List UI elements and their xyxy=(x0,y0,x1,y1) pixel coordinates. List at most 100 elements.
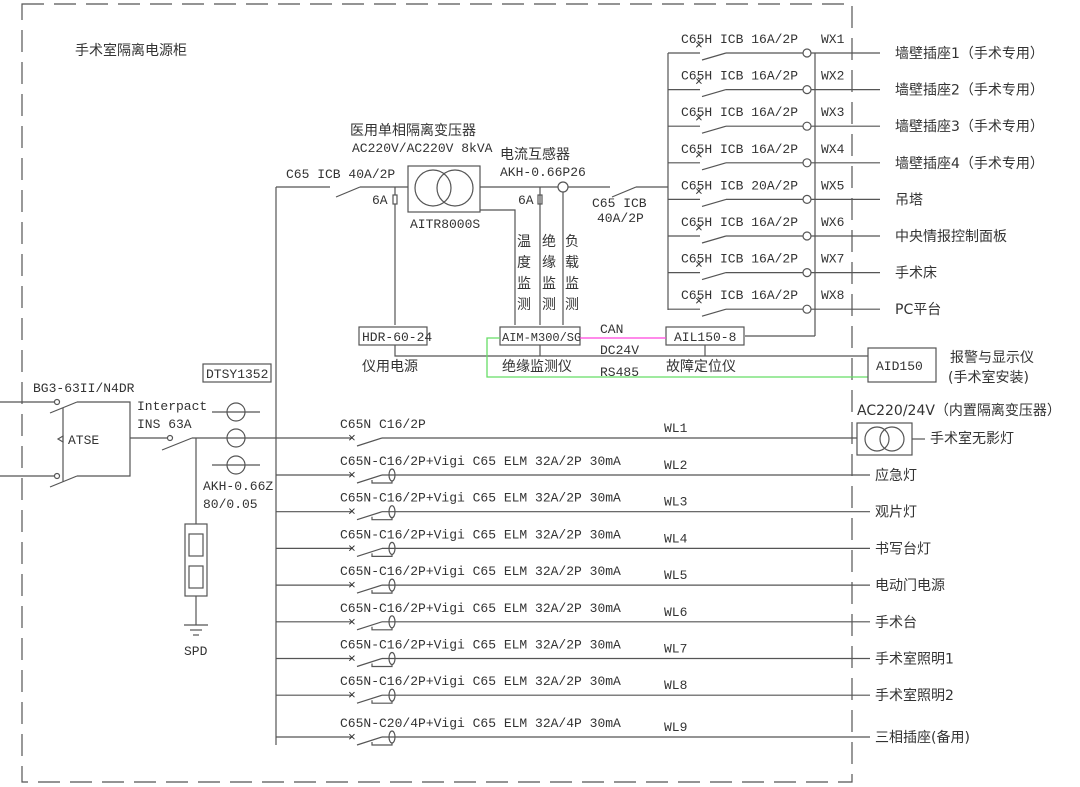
wx-load: 墙壁插座4（手术专用） xyxy=(895,156,1044,172)
rs485-bus-line xyxy=(486,337,868,378)
svg-text:×: × xyxy=(695,258,703,273)
monitor-label-2: 负载监测 xyxy=(565,234,579,313)
ct-model-label: AKH-0.66P26 xyxy=(500,165,586,180)
fault-locator-model: AIL150-8 xyxy=(674,330,736,345)
surge-protector xyxy=(184,438,208,636)
atse-arrow-icon xyxy=(56,434,64,444)
fuse1-rating: 6A xyxy=(372,193,388,208)
svg-text:×: × xyxy=(348,615,356,630)
main-switch-model: Interpact xyxy=(137,399,207,414)
wl-id: WL2 xyxy=(664,458,687,473)
insulation-monitor-model: AIM-M300/SG xyxy=(502,331,581,345)
rs485-label: RS485 xyxy=(600,365,639,380)
wl-load: 书写台灯 xyxy=(875,541,931,557)
wx-breaker: C65H ICB 16A/2P xyxy=(681,105,798,120)
wx-id: WX2 xyxy=(821,69,844,84)
svg-text:×: × xyxy=(348,468,356,483)
leakage-ct-icon xyxy=(802,158,812,168)
svg-text:×: × xyxy=(695,38,703,53)
svg-text:×: × xyxy=(695,221,703,236)
wx-id: WX3 xyxy=(821,105,844,120)
isolation-out-breaker-1: C65 ICB xyxy=(592,196,647,211)
leakage-ct-icon xyxy=(802,121,812,131)
alarm-display-label: 报警与显示仪 xyxy=(950,350,1034,366)
fuse-icon xyxy=(392,194,398,205)
transformer-model: AITR8000S xyxy=(410,217,480,232)
svg-text:×: × xyxy=(695,75,703,90)
energy-meter-model: DTSY1352 xyxy=(206,367,268,382)
wx-breaker: C65H ICB 16A/2P xyxy=(681,142,798,157)
isolation-section: C65 ICB 40A/2P 医用单相隔离变压器 AC220V/AC220V 8… xyxy=(276,53,1034,386)
wx-breaker: C65H ICB 16A/2P xyxy=(681,288,798,303)
incoming-section: BG3-63II/N4DR ATSE Interpact INS 63A DTS… xyxy=(0,363,276,659)
wl-circuit-wl2: ×C65N-C16/2P+Vigi C65 ELM 32A/2P 30mA WL2… xyxy=(276,454,917,484)
wl-load: 手术台 xyxy=(875,615,917,631)
svg-text:×: × xyxy=(348,730,356,745)
wl-breaker: C65N-C16/2P+Vigi C65 ELM 32A/2P 30mA xyxy=(340,454,621,469)
wx-id: WX4 xyxy=(821,142,845,157)
wl-breaker: C65N-C16/2P+Vigi C65 ELM 32A/2P 30mA xyxy=(340,674,621,689)
wx-breaker: C65H ICB 16A/2P xyxy=(681,32,798,47)
isolation-in-breaker: C65 ICB 40A/2P xyxy=(286,167,395,182)
wl-load: 电动门电源 xyxy=(875,578,945,594)
psu-label: 仪用电源 xyxy=(362,359,418,375)
wl-load: 手术室无影灯 xyxy=(930,430,1014,447)
wl-id: WL4 xyxy=(664,531,688,546)
insulation-monitor-label: 绝缘监测仪 xyxy=(502,359,572,375)
svg-text:×: × xyxy=(348,541,356,556)
leakage-ct-icon xyxy=(802,304,812,314)
wx-id: WX5 xyxy=(821,178,844,193)
ct-model: AKH-0.66Z xyxy=(203,479,273,494)
isolation-out-breaker-2: 40A/2P xyxy=(597,211,644,226)
svg-text:×: × xyxy=(348,578,356,593)
leakage-ct-icon xyxy=(802,268,812,278)
energy-meter-box xyxy=(202,363,272,383)
leakage-ct-icon xyxy=(802,48,812,58)
svg-text:×: × xyxy=(695,294,703,309)
wx-breaker: C65H ICB 16A/2P xyxy=(681,69,798,84)
alarm-display-model: AID150 xyxy=(876,359,923,374)
wx-id: WX6 xyxy=(821,215,844,230)
wx-circuit-wx2: ×C65H ICB 16A/2P WX2 墙壁插座2（手术专用） xyxy=(668,69,1044,99)
ct-ratio: 80/0.05 xyxy=(203,497,258,512)
monitor-label-0: 温度监测 xyxy=(517,234,531,313)
wl-id: WL8 xyxy=(664,678,687,693)
can-label: CAN xyxy=(600,322,623,337)
wx-load: 吊塔 xyxy=(895,192,923,208)
svg-text:×: × xyxy=(695,184,703,199)
wl-load: 三相插座(备用) xyxy=(875,729,970,746)
wx-id: WX8 xyxy=(821,288,844,303)
wl-breaker: C65N C16/2P xyxy=(340,417,426,432)
alarm-display-box xyxy=(867,347,937,383)
wx-id: WX1 xyxy=(821,32,845,47)
wx-load: 墙壁插座2（手术专用） xyxy=(895,83,1044,99)
psu-box xyxy=(358,326,428,346)
wx-circuit-wx1: ×C65H ICB 16A/2P WX1 墙壁插座1（手术专用） xyxy=(668,32,1044,62)
monitor-labels: 温度监测 绝缘监测 负载监测 xyxy=(517,234,579,313)
wl-load: 观片灯 xyxy=(875,505,917,521)
spd-label: SPD xyxy=(184,644,208,659)
ct-title: 电流互感器 xyxy=(500,146,570,163)
fault-locator-label: 故障定位仪 xyxy=(666,359,736,375)
wl-id: WL3 xyxy=(664,495,687,510)
wl-breaker: C65N-C16/2P+Vigi C65 ELM 32A/2P 30mA xyxy=(340,491,621,506)
wx-load: 墙壁插座1（手术专用） xyxy=(895,46,1044,62)
transformer-spec: AC220V/AC220V 8kVA xyxy=(352,141,493,156)
wx-load: 墙壁插座3（手术专用） xyxy=(895,119,1044,135)
wx-breaker: C65H ICB 16A/2P xyxy=(681,215,798,230)
wl-id: WL5 xyxy=(664,568,687,583)
